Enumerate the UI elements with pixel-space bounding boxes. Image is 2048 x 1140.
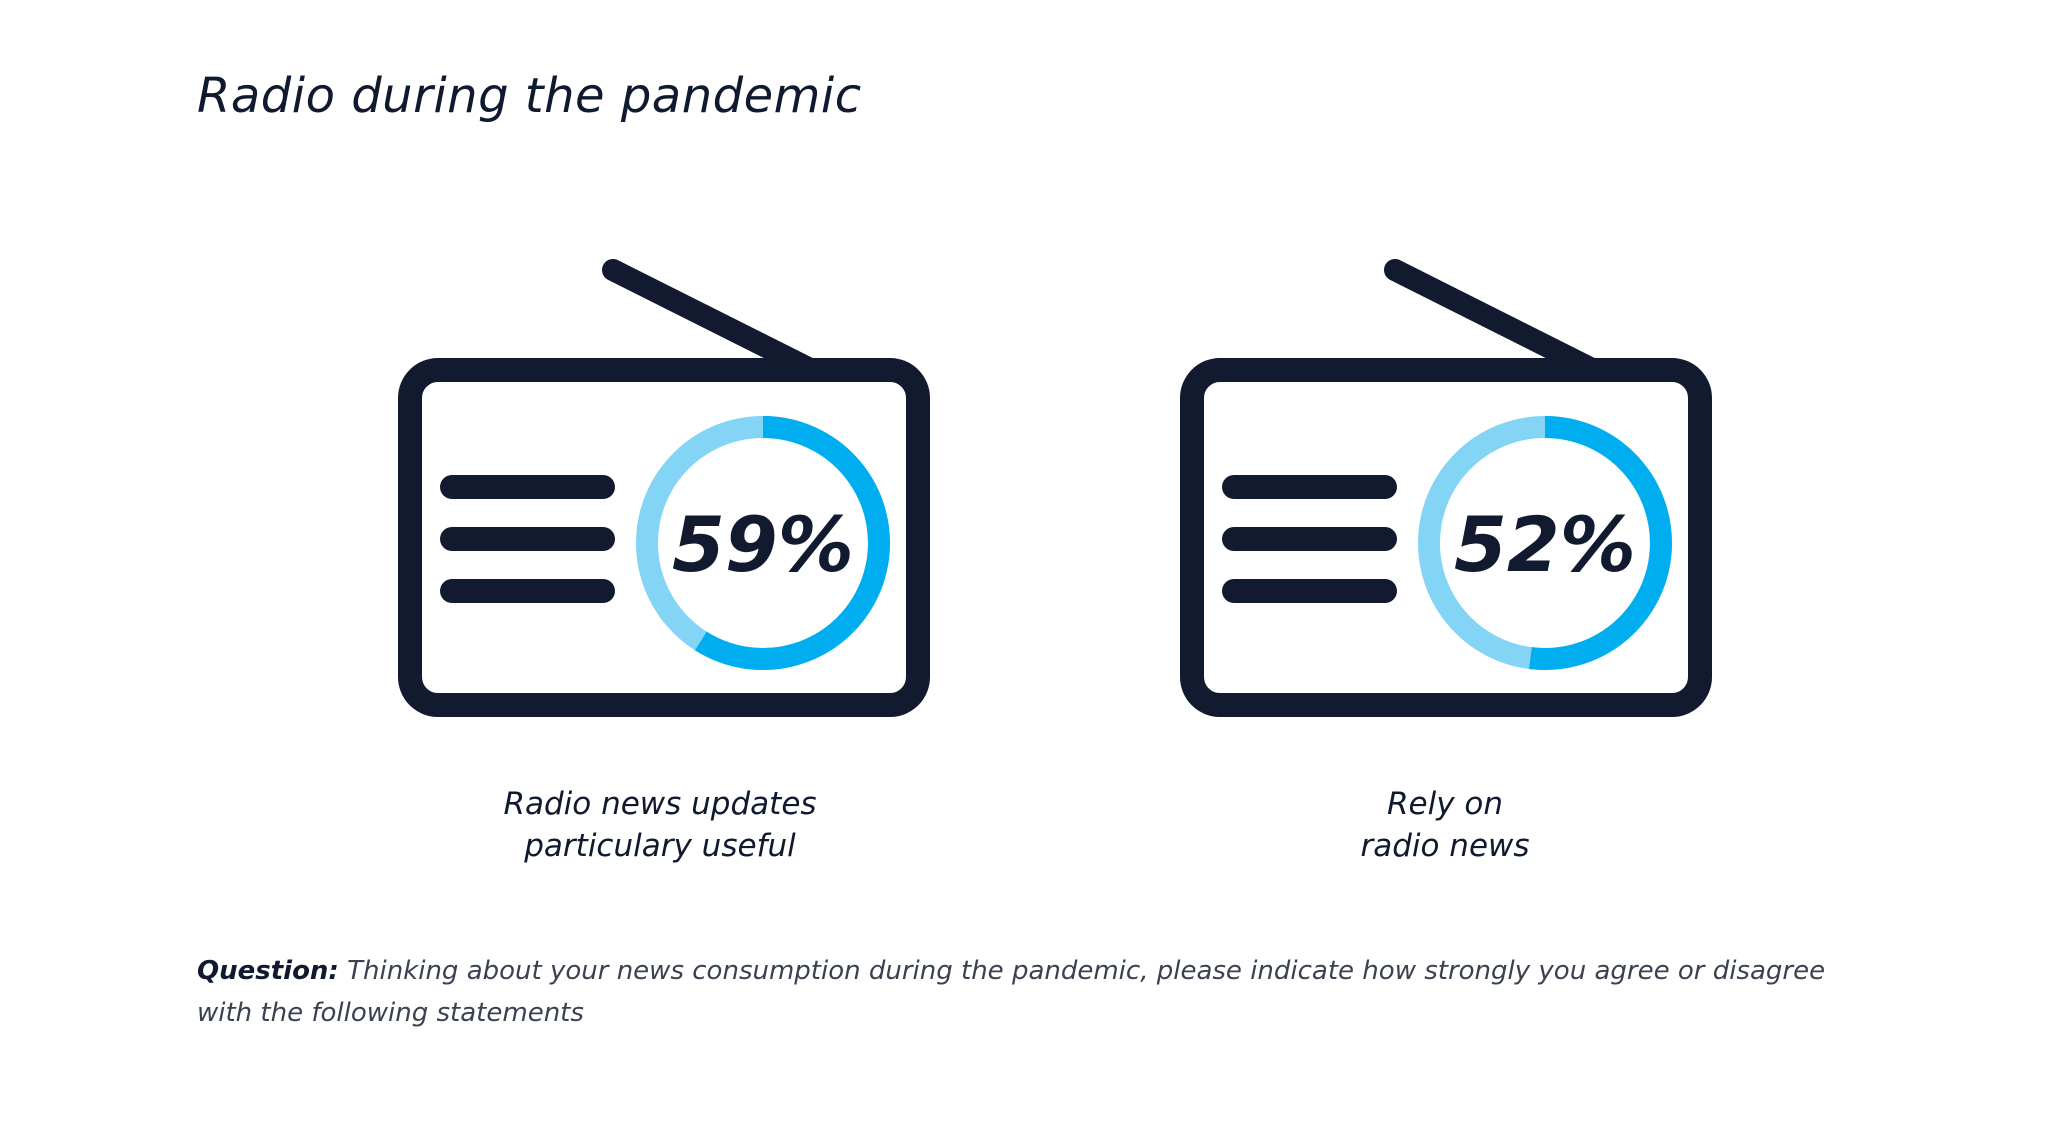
radio-antenna [602,259,827,383]
radio-body [398,358,930,717]
stat-label-line: Rely on [1386,786,1504,822]
donut-value-label: 59% [672,500,854,589]
stat-label-line: Radio news updates [503,786,817,822]
stat-label-line: particulary useful [524,828,796,864]
radio-charts: 59% 52% [398,259,1712,717]
radio-body [1180,358,1712,717]
question-label: Question: [197,956,339,986]
donut-value-label: 52% [1454,500,1636,589]
stat-label-line: radio news [1360,828,1530,864]
stat-label-2: Rely on radio news [1165,783,1725,867]
page-title: Radio during the pandemic [197,68,862,124]
radio-icon-2: 52% [1180,259,1712,717]
radio-icon-1: 59% [398,259,930,717]
question-text: Thinking about your news consumption dur… [197,956,1826,1028]
donut-value-arc [1529,416,1672,670]
radio-antenna [1384,259,1609,383]
stat-label-1: Radio news updates particulary useful [380,783,940,867]
donut-value-arc [694,416,890,670]
question-footnote: Question: Thinking about your news consu… [197,950,1837,1034]
